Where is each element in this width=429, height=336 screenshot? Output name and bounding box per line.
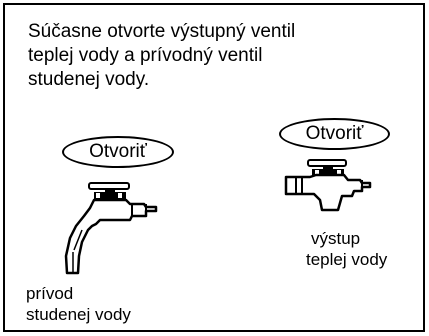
instruction-text: Súčasne otvorte výstupný ventil teplej v… (28, 21, 296, 90)
faucet-icon (284, 159, 372, 212)
open-cold-inlet-button[interactable]: Otvoriť (62, 136, 174, 168)
open-hot-outlet-button[interactable]: Otvoriť (279, 118, 390, 150)
hot-outlet-label: výstup teplej vody (306, 229, 388, 269)
faucet-icon (64, 182, 158, 275)
open-button-label: Otvoriť (89, 141, 147, 162)
open-button-label: Otvoriť (305, 123, 364, 144)
cold-inlet-label: prívod studenej vody (26, 284, 131, 324)
instruction-panel (3, 3, 425, 332)
